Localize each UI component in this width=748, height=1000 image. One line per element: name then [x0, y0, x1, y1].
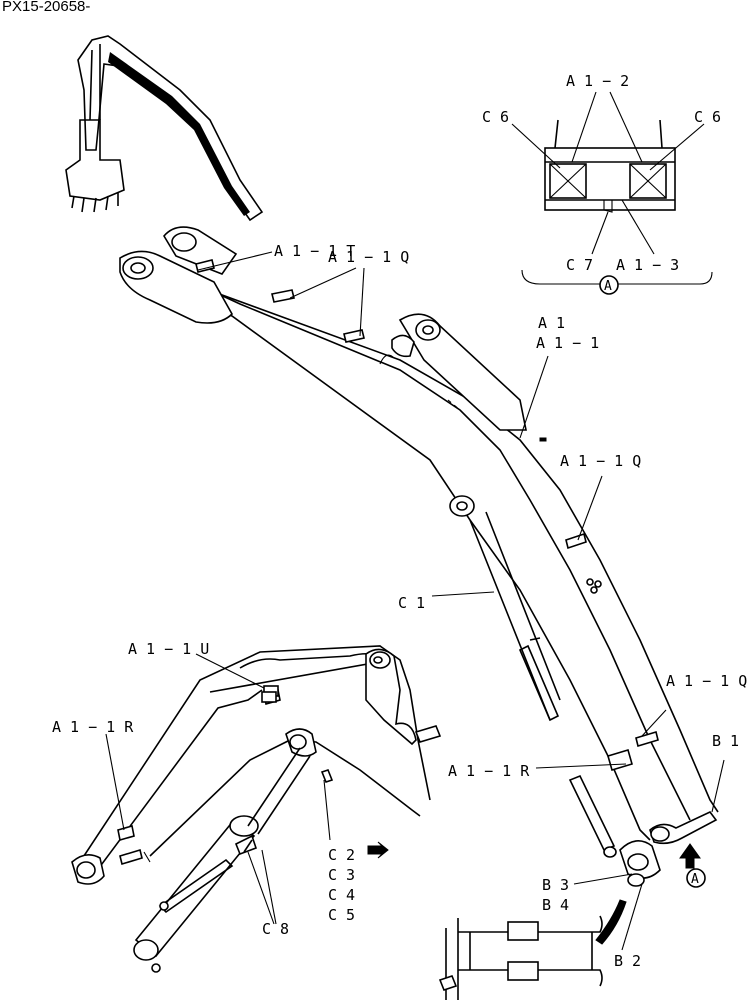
label-a1-1r-mid: A 1 − 1 R [448, 762, 530, 780]
main-leaders [197, 251, 725, 951]
view-marker-a-bottom: A [691, 872, 699, 887]
label-a1-1u: A 1 − 1 U [128, 640, 209, 658]
label-a1-1t: A 1 − 1 T [274, 242, 355, 260]
main-boom [119, 226, 719, 887]
label-c6-left: C 6 [482, 108, 509, 126]
label-c4: C 4 [328, 886, 355, 904]
marker-letter-top: A [604, 279, 612, 294]
arm-leaders [105, 653, 331, 925]
label-a1-1: A 1 − 1 [536, 334, 599, 352]
label-a1-1q-top: A 1 − 1 Q [328, 248, 409, 266]
arm-detail [71, 645, 442, 973]
label-a1-1q-mid: A 1 − 1 Q [560, 452, 641, 470]
label-b4: B 4 [542, 896, 569, 914]
label-c2: C 2 [328, 846, 355, 864]
label-b3: B 3 [542, 876, 569, 894]
label-b1: B 1 [712, 732, 739, 750]
label-a1-1r-left: A 1 − 1 R [52, 718, 134, 736]
detail-view-a [511, 91, 713, 285]
label-a1: A 1 [538, 314, 565, 332]
label-b2: B 2 [614, 952, 641, 970]
label-c5: C 5 [328, 906, 355, 924]
label-a1-3: A 1 − 3 [616, 256, 679, 274]
marker-letter-bottom: A [691, 872, 699, 887]
view-marker-a-top: A [599, 275, 619, 295]
label-c8: C 8 [262, 920, 289, 938]
pin-detail [438, 899, 627, 1000]
label-c6-right: C 6 [694, 108, 721, 126]
view-arrow-a [679, 843, 706, 888]
label-c3: C 3 [328, 866, 355, 884]
label-c7: C 7 [566, 256, 593, 274]
label-a1-1q-right: A 1 − 1 Q [666, 672, 747, 690]
callout-labels: A 1 − 2 C 6 C 6 C 7 A 1 − 3 A 1 − 1 T A … [52, 72, 747, 970]
label-a1-2: A 1 − 2 [566, 72, 629, 90]
excavator-thumbnail [65, 35, 264, 222]
document-id: PX15-20658- [2, 0, 91, 15]
label-c1: C 1 [398, 594, 425, 612]
